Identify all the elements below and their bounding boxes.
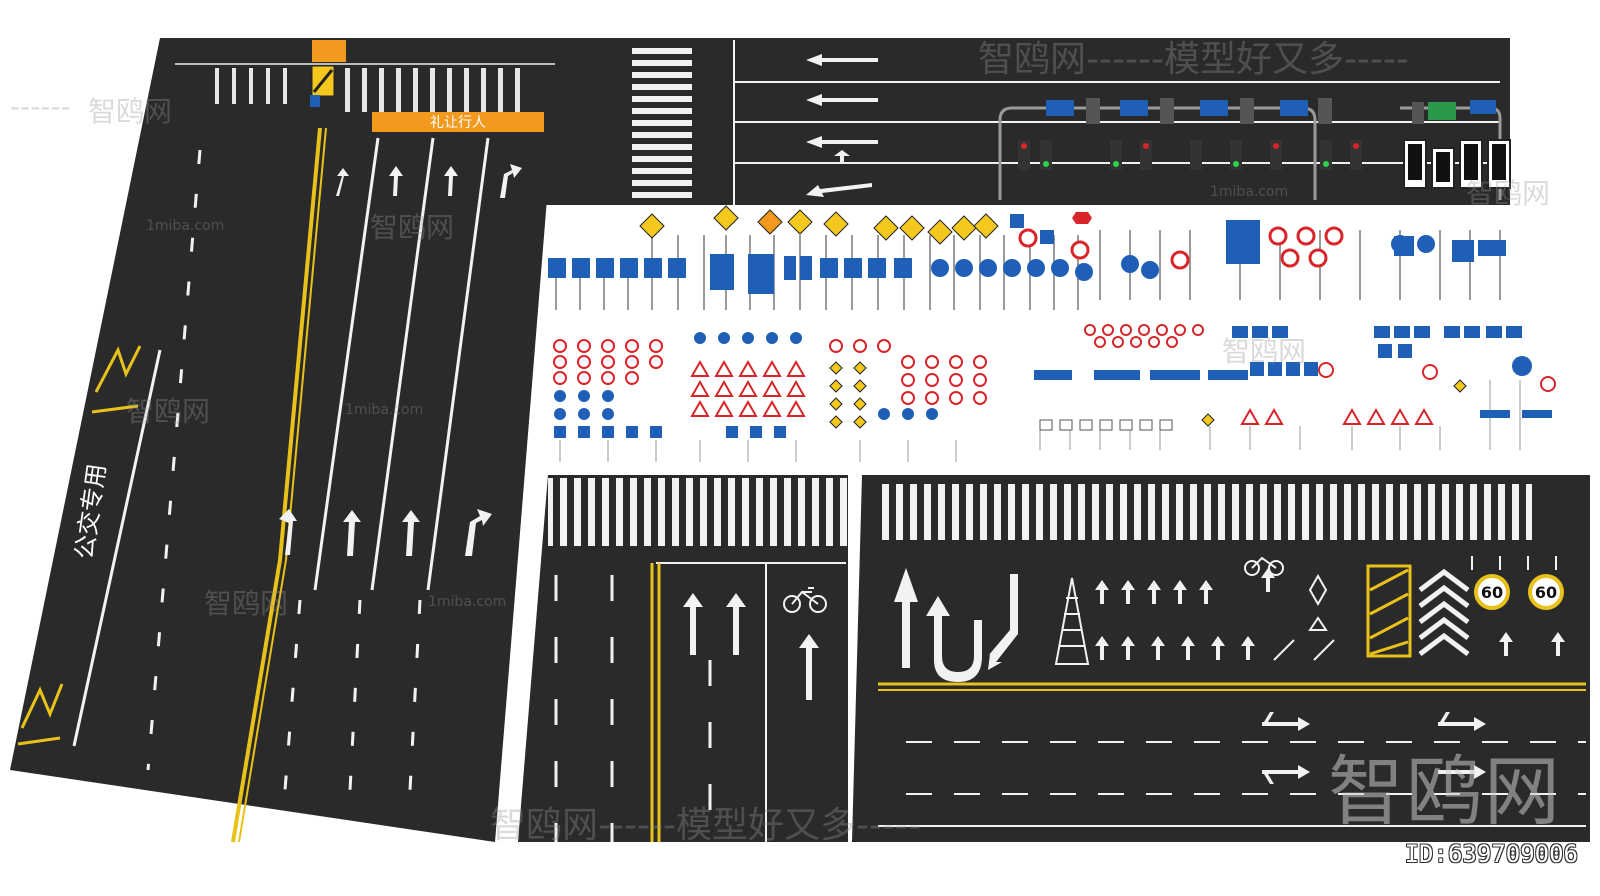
top-crosswalk <box>632 44 692 199</box>
bottom-right-road: 60 60 <box>852 475 1590 842</box>
chevron-marking <box>1418 568 1470 656</box>
speed-limit-marking-2: 60 <box>1528 574 1564 610</box>
yellow-centre-line <box>231 127 322 843</box>
bottom-right-crosswalk <box>880 484 1532 540</box>
bottom-left-crosswalk <box>548 478 848 546</box>
speed-limit-marking-1: 60 <box>1474 574 1510 610</box>
solid-lane-lines <box>72 137 490 747</box>
asset-id-label: ID:639709006 <box>1404 840 1578 868</box>
triangle-hatched-marking <box>1054 577 1090 665</box>
orange-sign-top <box>312 40 346 62</box>
bottom-middle-arrows <box>683 593 819 700</box>
speed-limit-value-1: 60 <box>1481 583 1503 602</box>
traffic-sign-collection <box>548 205 1556 462</box>
lane-arrows-bottom <box>279 509 492 556</box>
bus-zigzag-markings <box>17 345 142 746</box>
left-road-segment: 礼让行人 <box>10 38 560 843</box>
overhead-banner-text: 礼让行人 <box>430 115 486 131</box>
small-arrow-markings <box>1095 568 1565 660</box>
horizontal-arrow-markings <box>1262 712 1486 784</box>
dashed-lane-lines <box>146 149 422 791</box>
traffic-light-gantries <box>998 98 1511 200</box>
small-sign-grid-left <box>553 324 1556 462</box>
large-arrow-markings <box>894 568 1018 682</box>
overhead-banner <box>372 112 544 132</box>
bicycle-marking <box>783 587 827 613</box>
speed-limit-value-2: 60 <box>1535 583 1557 602</box>
top-lane-arrows <box>806 54 878 197</box>
lane-arrows-top <box>336 164 522 198</box>
bottom-middle-road <box>518 475 848 842</box>
top-road-segment <box>545 38 1511 205</box>
yellow-hatched-box <box>1366 564 1412 658</box>
